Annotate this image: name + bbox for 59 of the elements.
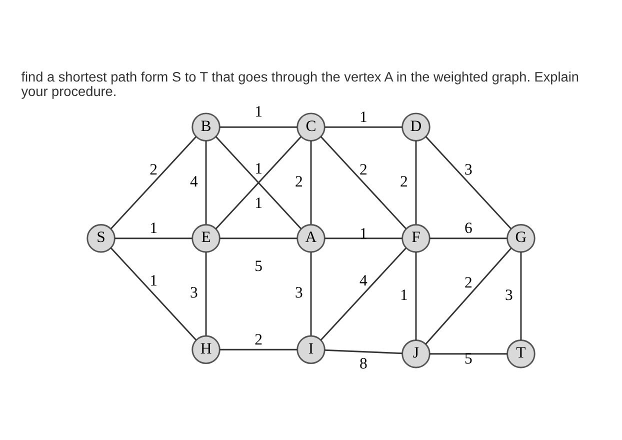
connector [415,141,417,224]
connector [425,136,512,230]
connector [220,238,298,240]
diagram-title: find a shortest path form S to T that goes through the vertex A in the weighted graph. Explain your procedure. [21,69,579,100]
connector [110,136,196,230]
connector [310,141,312,224]
connector [205,252,207,336]
connector [114,238,192,240]
node-circle: H [192,335,220,364]
edge-label: 3 [190,284,198,302]
connector [220,126,298,128]
edge-label: 1 [150,272,158,290]
connector [215,136,302,230]
edge-label: 2 [254,331,262,348]
connector [220,348,298,350]
connector [320,136,406,230]
node-circle: J [402,339,430,368]
edge-label: 1 [150,220,158,238]
connector [320,248,406,341]
edge-label: 1 [400,286,408,304]
edge-label: 8 [360,356,368,373]
connector [205,141,207,224]
connector [430,353,508,355]
node-circle: T [506,339,536,368]
edge-label: 3 [464,161,472,178]
edge-label: 5 [254,258,262,275]
edge-label: 2 [360,161,368,178]
connector [324,238,402,240]
node-circle: S [86,224,116,253]
edge-label: 5 [464,350,472,368]
node-circle: D [402,112,430,142]
node-circle: B [192,112,220,142]
edge-label: 1 [254,194,262,212]
edge-label: 2 [294,173,303,190]
edge-label: 3 [294,284,303,302]
connector [430,238,508,240]
edge-label: 6 [464,220,472,238]
edge-label: 4 [190,173,198,190]
connector [425,248,512,344]
edge-label: 3 [504,286,513,304]
edge-label: 1 [360,108,368,126]
connector [415,252,417,340]
edge-label: 2 [400,173,408,190]
node-circle: A [296,224,326,253]
edge-label: 2 [464,274,472,292]
node-circle: F [402,224,430,253]
node-circle: G [506,224,536,253]
connector [324,126,402,128]
connector [520,252,522,340]
edge-label: 2 [150,161,158,178]
edge-label: 1 [254,160,262,178]
connector [110,247,196,340]
connector [310,252,312,336]
edge-label: 1 [254,104,262,121]
node-circle: C [296,112,326,142]
node-circle: I [296,335,326,364]
node-circle: E [192,224,220,253]
connector [324,349,402,354]
edge-label: 4 [360,272,368,290]
